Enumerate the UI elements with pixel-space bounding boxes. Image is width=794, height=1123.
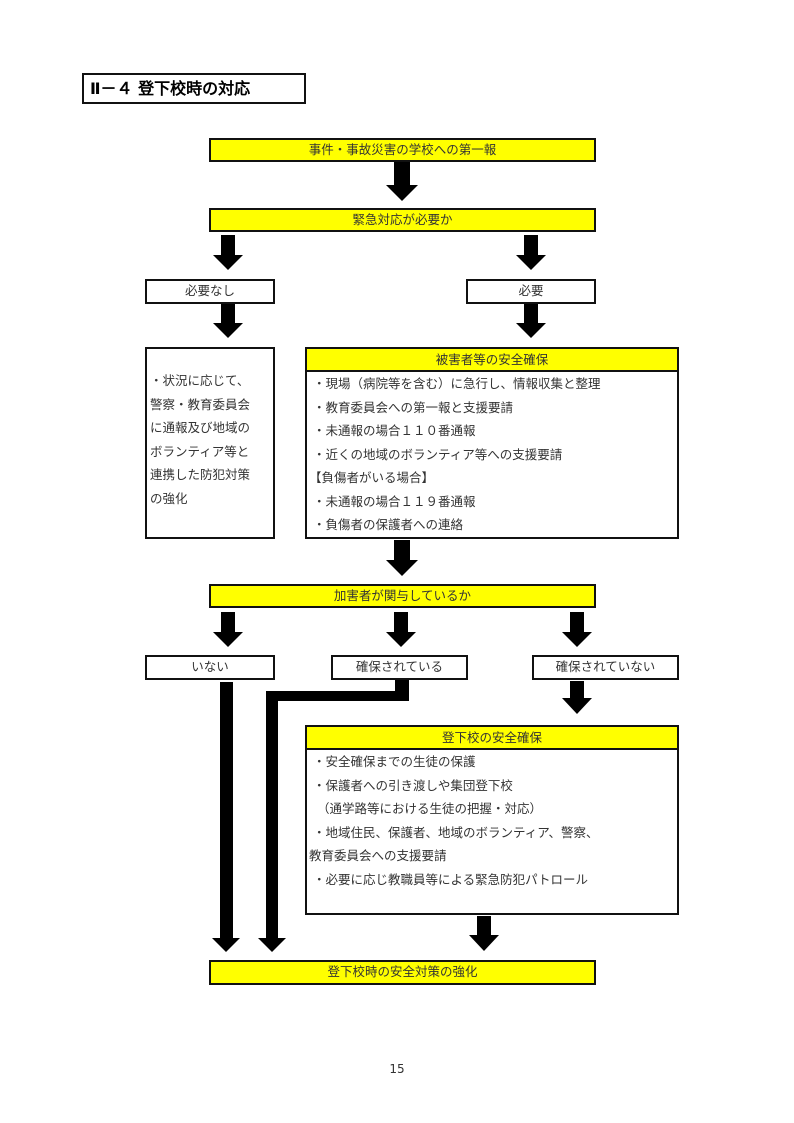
arrow-not-needed-to-actions: [213, 304, 243, 338]
commute-safety-line: ・保護者への引き渡しや集団登下校: [313, 777, 513, 793]
victim-safety-line: ・教育委員会への第一報と支援要請: [313, 399, 514, 415]
victim-safety-line: ・未通報の場合１１０番通報: [313, 423, 476, 438]
victim-safety-title: 被害者等の安全確保: [307, 349, 677, 372]
not-needed-actions-text: ・状況に応じて、 警察・教育委員会 に通報及び地域の ボランティア等と 連携した…: [147, 349, 273, 510]
victim-safety-line: ・未通報の場合１１９番通報: [313, 493, 476, 509]
commute-safety-line: ・必要に応じ教職員等による緊急防犯パトロール: [313, 871, 589, 887]
page-number: 15: [389, 1062, 405, 1076]
arrow-first-to-urgent: [386, 162, 418, 201]
text-line: ボランティア等と: [150, 443, 250, 459]
node-final: 登下校時の安全対策の強化: [209, 960, 596, 985]
text-line: 連携した防犯対策: [150, 467, 251, 482]
commute-safety-line: ・安全確保までの生徒の保護: [313, 754, 476, 769]
victim-safety-line: ・近くの地域のボランティア等への支援要請: [313, 446, 563, 462]
node-none: いない: [145, 655, 275, 680]
arrow-needed-to-victim: [516, 304, 546, 338]
arrow-none-to-final: [212, 682, 240, 952]
node-not-needed: 必要なし: [145, 279, 275, 304]
node-needed: 必要: [466, 279, 596, 304]
arrow-urgent-to-not-needed: [213, 235, 243, 270]
text-line: 警察・教育委員会: [150, 396, 251, 412]
node-not-needed-actions: ・状況に応じて、 警察・教育委員会 に通報及び地域の ボランティア等と 連携した…: [145, 347, 275, 539]
node-perpetrator-question: 加害者が関与しているか: [209, 584, 596, 608]
arrow-perp-to-not-secured: [562, 612, 592, 647]
commute-safety-title: 登下校の安全確保: [307, 727, 677, 750]
node-not-secured: 確保されていない: [532, 655, 679, 680]
arrow-perp-to-secured: [386, 612, 416, 647]
arrow-secured-to-final: [258, 680, 409, 952]
node-urgent-question: 緊急対応が必要か: [209, 208, 596, 232]
text-line: ・状況に応じて、: [150, 373, 250, 388]
arrow-victim-to-perpetrator: [386, 540, 418, 576]
commute-safety-line: （通学路等における生徒の把握・対応）: [317, 801, 543, 816]
arrow-commute-to-final: [469, 916, 499, 951]
section-title: Ⅱ－４ 登下校時の対応: [82, 73, 306, 104]
commute-safety-line: ・地域住民、保護者、地域のボランティア、警察、: [313, 824, 599, 840]
arrow-urgent-to-needed: [516, 235, 546, 270]
node-commute-safety: 登下校の安全確保 ・安全確保までの生徒の保護 ・保護者への引き渡しや集団登下校 …: [305, 725, 679, 915]
victim-safety-line: 【負傷者がいる場合】: [309, 470, 435, 485]
commute-safety-line: 教育委員会への支援要請: [309, 848, 447, 863]
node-secured: 確保されている: [331, 655, 468, 680]
arrow-perp-to-none: [213, 612, 243, 647]
victim-safety-line: ・現場（病院等を含む）に急行し、情報収集と整理: [313, 376, 601, 391]
victim-safety-line: ・負傷者の保護者への連絡: [313, 517, 464, 532]
node-victim-safety: 被害者等の安全確保 ・現場（病院等を含む）に急行し、情報収集と整理 ・教育委員会…: [305, 347, 679, 539]
text-line: の強化: [150, 490, 188, 506]
node-first-report: 事件・事故災害の学校への第一報: [209, 138, 596, 162]
text-line: に通報及び地域の: [150, 420, 251, 435]
arrow-not-secured-to-commute: [562, 681, 592, 714]
